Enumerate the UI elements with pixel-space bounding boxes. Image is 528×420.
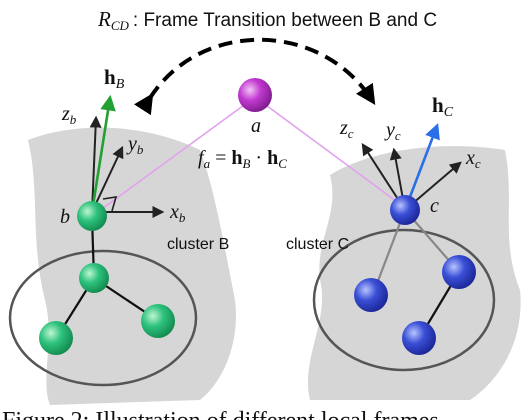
label-xb: xb (169, 201, 186, 225)
surface-c (307, 146, 521, 400)
diagram-title: RCD: Frame Transition between B and C (97, 7, 437, 33)
node-c-leaf-left (354, 278, 388, 312)
label-node-a: a (251, 115, 261, 137)
label-zc: zc (339, 117, 354, 141)
caption-fragment: Figure 2: Illustration of different loca… (2, 408, 439, 420)
label-hC: hC (432, 93, 454, 120)
label-node-c: c (430, 195, 439, 217)
edge-a-c (254, 96, 409, 211)
label-yb: yb (126, 133, 144, 157)
node-c-leaf-right (442, 255, 476, 289)
node-b (77, 201, 107, 231)
arrow-hB (90, 94, 116, 213)
axis-yb (91, 145, 124, 213)
node-b-leaf-right (141, 304, 175, 338)
node-b-child (79, 263, 109, 293)
node-c-leaf-bottom (402, 321, 436, 355)
node-c (390, 195, 420, 225)
cluster-b-ellipse (8, 249, 198, 387)
label-hB: hB (104, 65, 125, 92)
label-cluster-b: cluster B (167, 236, 229, 253)
label-cluster-c: cluster C (286, 236, 349, 253)
cluster-c-ellipse (312, 228, 496, 372)
formula: fa = hB · hC (198, 147, 287, 171)
node-b-leaf-left (39, 321, 73, 355)
right-angle-b (102, 196, 118, 212)
transition-arrow (134, 37, 376, 116)
surface-b (28, 127, 236, 405)
label-node-b: b (60, 206, 70, 228)
axis-zb (89, 115, 102, 213)
label-yc: yc (384, 119, 401, 143)
node-a (238, 78, 272, 112)
label-xc: xc (465, 147, 481, 171)
label-zb: zb (61, 103, 77, 127)
edge-a-b (94, 96, 256, 215)
